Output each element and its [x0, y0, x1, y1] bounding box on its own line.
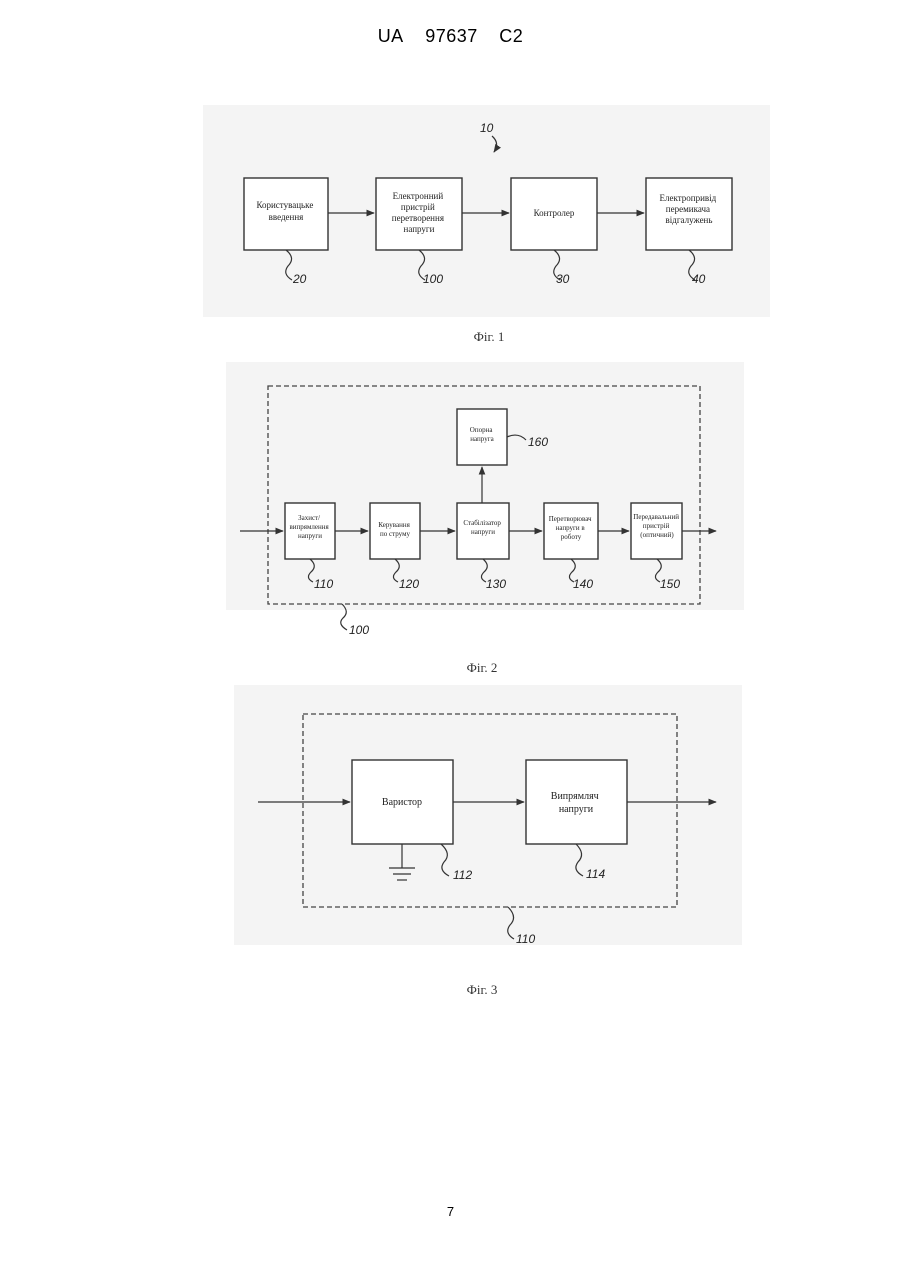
block-voltage-converter: Електронний пристрій перетворення напруг… — [376, 178, 462, 250]
block-voltage-rectifier: Випрямляч напруги — [526, 760, 627, 844]
block-tap-changer-drive: Електропривід перемикача відгалужень — [646, 178, 732, 250]
block-varistor: Варистор — [352, 760, 453, 844]
group-ref-label-100: 100 — [349, 623, 369, 637]
block-user-input: Користувацьке введення — [244, 178, 328, 250]
figure-1: 10 Користувацьке введення Електронний пр… — [203, 105, 770, 344]
figure-2-caption: Фіг. 2 — [467, 660, 498, 675]
figure-1-caption: Фіг. 1 — [474, 329, 505, 344]
ref-label-30: 30 — [556, 272, 570, 286]
svg-text:Контролер: Контролер — [534, 208, 575, 218]
ref-label-160: 160 — [528, 435, 548, 449]
ref-label-110: 110 — [314, 577, 333, 591]
scan-background-3 — [234, 685, 742, 945]
block-voltage-to-work-converter: Перетворювач напруги в роботу — [544, 503, 598, 559]
ref-label-120: 120 — [399, 577, 419, 591]
figure-3-caption: Фіг. 3 — [467, 982, 498, 997]
svg-text:Опорна напруга: Опорна напруга — [470, 426, 495, 443]
ref-label-40: 40 — [692, 272, 706, 286]
page-number: 7 — [0, 1204, 901, 1219]
block-current-control: Керування по струму — [370, 503, 420, 559]
block-protection-rectification: Захист/ випрямлення напруги — [285, 503, 335, 559]
block-optical-transmitter: Передавальний пристрій (оптичний) — [631, 503, 682, 559]
figure-3: Варистор Випрямляч напруги 112 114 110 Ф… — [234, 685, 742, 997]
block-voltage-stabilizer: Стабілізатор напруги — [457, 503, 509, 559]
block-reference-voltage: Опорна напруга — [457, 409, 507, 465]
figure-2: Захист/ випрямлення напруги Керування по… — [226, 362, 744, 675]
ref-label-140: 140 — [573, 577, 593, 591]
block-controller: Контролер — [511, 178, 597, 250]
ref-label-150: 150 — [660, 577, 680, 591]
svg-text:Електропривід перемика: Електропривід перемикача відгалужень — [660, 193, 719, 225]
svg-text:Варистор: Варистор — [382, 797, 422, 808]
group-ref-label-110: 110 — [516, 932, 535, 946]
ref-label-20: 20 — [292, 272, 307, 286]
ref-label-112: 112 — [453, 868, 472, 882]
ref-label-114: 114 — [586, 867, 605, 881]
ref-label-130: 130 — [486, 577, 506, 591]
system-ref-label: 10 — [480, 121, 494, 135]
ref-label-100: 100 — [423, 272, 443, 286]
scan-background-2 — [226, 362, 744, 610]
svg-text:Керування по струму: Керування по струму — [378, 521, 411, 538]
